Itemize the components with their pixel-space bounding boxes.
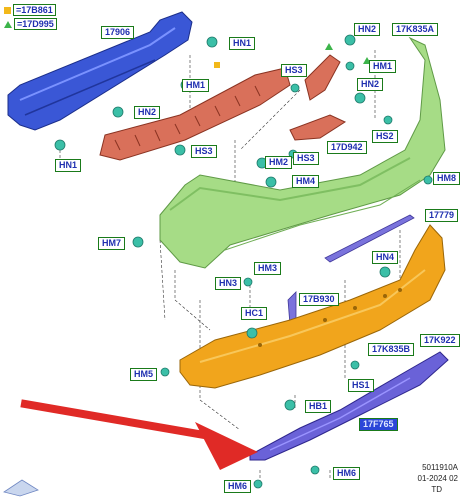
- callout-hs3-top[interactable]: HS3: [281, 64, 307, 77]
- trim-strip: [287, 214, 415, 326]
- callout-hm1-mid[interactable]: HM1: [182, 79, 210, 92]
- legend-item-triangle: =17D995: [4, 18, 57, 30]
- callout-hs2[interactable]: HS2: [372, 130, 398, 143]
- callout-17f765[interactable]: 17F765: [359, 418, 398, 431]
- drawing-code: 5011910A: [422, 463, 458, 472]
- marker-squares: [214, 62, 220, 68]
- callout-17d942[interactable]: 17D942: [327, 141, 367, 154]
- callout-hs3-mid[interactable]: HS3: [293, 152, 319, 165]
- diffuser: [249, 351, 449, 461]
- callout-hm6-bottom[interactable]: HM6: [224, 480, 252, 493]
- callout-hm2[interactable]: HM2: [265, 156, 293, 169]
- legend-label: =17B861: [13, 4, 56, 16]
- callout-hm3[interactable]: HM3: [254, 262, 282, 275]
- callout-hb1[interactable]: HB1: [305, 400, 332, 413]
- clips: [54, 34, 433, 489]
- callout-17906[interactable]: 17906: [101, 26, 135, 39]
- drawing-region: TD: [431, 485, 442, 494]
- callout-hm8[interactable]: HM8: [433, 172, 461, 185]
- callout-hm7[interactable]: HM7: [98, 237, 126, 250]
- callout-hm5[interactable]: HM5: [130, 368, 158, 381]
- callout-hm4[interactable]: HM4: [292, 175, 320, 188]
- callout-hn1-top[interactable]: HN1: [229, 37, 256, 50]
- callout-hs1[interactable]: HS1: [348, 379, 374, 392]
- callout-17k835b[interactable]: 17K835B: [368, 343, 415, 356]
- energy-absorber: [99, 67, 291, 161]
- car-orientation-icon: [3, 479, 39, 497]
- bumper-cover-lower: [179, 224, 446, 389]
- reinforcement-beam: [7, 11, 193, 131]
- callout-hn2-left[interactable]: HN2: [134, 106, 161, 119]
- callout-hn3[interactable]: HN3: [215, 277, 242, 290]
- callout-hc1[interactable]: HC1: [241, 307, 268, 320]
- callout-17k922[interactable]: 17K922: [420, 334, 460, 347]
- triangle-icon: [4, 20, 12, 28]
- callout-hm1-right[interactable]: HM1: [369, 60, 397, 73]
- callout-17k835a[interactable]: 17K835A: [392, 23, 439, 36]
- pointer-arrow: [20, 399, 258, 470]
- callout-hn1-left[interactable]: HN1: [55, 159, 82, 172]
- callout-hm6-right[interactable]: HM6: [333, 467, 361, 480]
- callout-hn2-top[interactable]: HN2: [354, 23, 381, 36]
- side-bracket: [289, 54, 347, 141]
- callout-17779[interactable]: 17779: [425, 209, 459, 222]
- callout-hn4[interactable]: HN4: [372, 251, 399, 264]
- drawing-date: 01-2024 02: [417, 474, 458, 483]
- legend-label: =17D995: [14, 18, 57, 30]
- square-icon: [4, 6, 11, 14]
- callout-hn2-right[interactable]: HN2: [357, 78, 384, 91]
- callout-hs3-left[interactable]: HS3: [191, 145, 217, 158]
- callout-17b930[interactable]: 17B930: [299, 293, 339, 306]
- legend-item-square: =17B861: [4, 4, 56, 16]
